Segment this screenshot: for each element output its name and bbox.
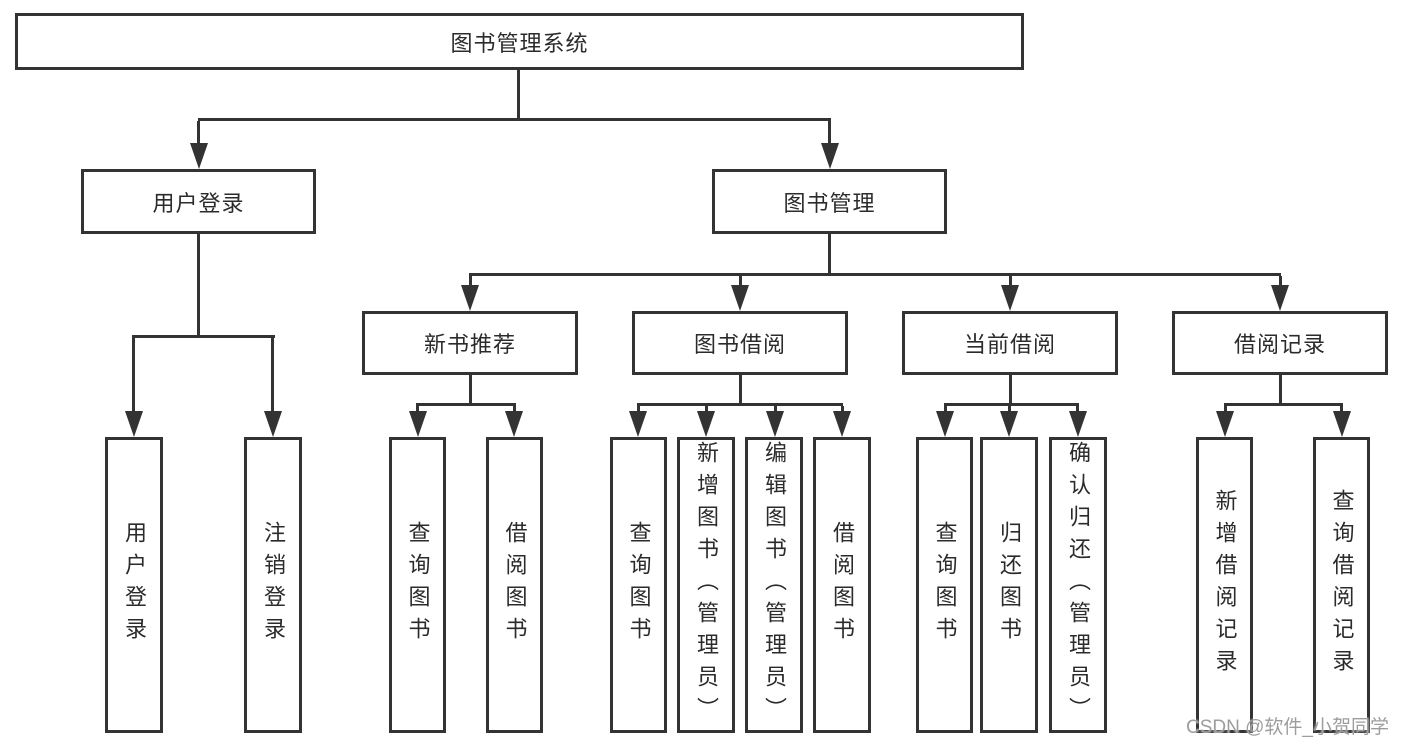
arrowhead-down-icon xyxy=(1271,285,1289,311)
node-book-management: 图书管理 xyxy=(712,169,947,234)
arrowhead-down-icon xyxy=(833,411,851,437)
connector-line xyxy=(469,375,472,406)
arrowhead-down-icon xyxy=(505,411,523,437)
connector-line xyxy=(271,338,274,411)
leaf-borrow-books-recommend-label: 借阅图书 xyxy=(502,521,528,649)
node-library-system: 图书管理系统 xyxy=(15,13,1024,70)
leaf-query-books-current-label: 查询图书 xyxy=(932,521,958,649)
arrowhead-down-icon xyxy=(125,411,143,437)
connector-line xyxy=(841,406,844,412)
connector-line xyxy=(416,403,516,406)
connector-line xyxy=(1224,406,1227,412)
leaf-return-books-label: 归还图书 xyxy=(997,521,1022,649)
connector-line xyxy=(1076,406,1079,412)
arrowhead-down-icon xyxy=(766,411,784,437)
leaf-query-books-recommend: 查询图书 xyxy=(389,437,446,733)
arrowhead-down-icon xyxy=(1000,411,1018,437)
arrowhead-down-icon xyxy=(1216,411,1234,437)
leaf-logout: 注销登录 xyxy=(244,437,302,733)
connector-line xyxy=(944,406,947,412)
leaf-query-books-current: 查询图书 xyxy=(916,437,973,733)
arrowhead-down-icon xyxy=(629,411,647,437)
connector-line xyxy=(1340,406,1343,412)
connector-line xyxy=(469,273,1281,276)
leaf-return-books: 归还图书 xyxy=(980,437,1038,733)
arrowhead-down-icon xyxy=(821,143,839,169)
leaf-add-borrow-record-label: 新增借阅记录 xyxy=(1212,489,1238,681)
leaf-add-books-admin: 新增图书（管理员） xyxy=(677,437,735,733)
node-current-borrowing: 当前借阅 xyxy=(902,311,1118,375)
arrowhead-down-icon xyxy=(731,285,749,311)
connector-line xyxy=(1008,406,1011,412)
leaf-user-login-label: 用户登录 xyxy=(122,521,147,649)
connector-line xyxy=(1279,375,1282,406)
connector-line xyxy=(637,406,640,412)
connector-line xyxy=(1009,375,1012,406)
node-user-login: 用户登录 xyxy=(81,169,316,234)
leaf-borrow-books-label: 借阅图书 xyxy=(830,521,855,649)
connector-line xyxy=(513,406,516,412)
connector-line xyxy=(469,276,472,286)
leaf-edit-books-admin-label: 编辑图书（管理员） xyxy=(762,441,787,729)
connector-line xyxy=(197,234,200,336)
arrowhead-down-icon xyxy=(409,411,427,437)
connector-line xyxy=(198,118,831,121)
node-borrowing-records: 借阅记录 xyxy=(1172,311,1388,375)
leaf-user-login: 用户登录 xyxy=(105,437,163,733)
node-library-system-label: 图书管理系统 xyxy=(450,30,589,56)
leaf-borrow-books-recommend: 借阅图书 xyxy=(486,437,543,733)
node-user-login-label: 用户登录 xyxy=(152,190,245,216)
connector-line xyxy=(517,70,520,118)
node-new-book-recommend-label: 新书推荐 xyxy=(423,332,516,357)
connector-line xyxy=(132,338,135,411)
node-new-book-recommend: 新书推荐 xyxy=(362,311,578,375)
arrowhead-down-icon xyxy=(1069,411,1087,437)
leaf-add-books-admin-label: 新增图书（管理员） xyxy=(694,441,719,729)
leaf-query-borrow-record-label: 查询借阅记录 xyxy=(1329,489,1355,681)
leaf-confirm-return-admin: 确认归还（管理员） xyxy=(1049,437,1107,733)
connector-line xyxy=(1279,276,1282,286)
leaf-borrow-books: 借阅图书 xyxy=(813,437,871,733)
connector-line xyxy=(637,403,843,406)
connector-line xyxy=(739,276,742,286)
arrowhead-down-icon xyxy=(190,143,208,169)
leaf-edit-books-admin: 编辑图书（管理员） xyxy=(745,437,803,733)
node-book-borrowing: 图书借阅 xyxy=(632,311,848,375)
csdn-watermark: CSDN @软件_小贺同学 xyxy=(1186,717,1389,738)
connector-line xyxy=(705,406,708,412)
arrowhead-down-icon xyxy=(461,285,479,311)
leaf-query-books-recommend-label: 查询图书 xyxy=(405,521,431,649)
leaf-query-borrow-record: 查询借阅记录 xyxy=(1313,437,1370,733)
node-book-borrowing-label: 图书借阅 xyxy=(693,332,786,357)
connector-line xyxy=(828,234,831,276)
connector-line xyxy=(132,335,275,338)
connector-line xyxy=(774,406,777,412)
leaf-query-books-borrowing-label: 查询图书 xyxy=(626,521,652,649)
arrowhead-down-icon xyxy=(936,411,954,437)
node-book-management-label: 图书管理 xyxy=(783,190,876,216)
arrowhead-down-icon xyxy=(697,411,715,437)
leaf-query-books-borrowing: 查询图书 xyxy=(610,437,667,733)
connector-line xyxy=(1009,276,1012,286)
leaf-add-borrow-record: 新增借阅记录 xyxy=(1196,437,1253,733)
arrowhead-down-icon xyxy=(264,411,282,437)
leaf-confirm-return-admin-label: 确认归还（管理员） xyxy=(1066,441,1091,729)
node-current-borrowing-label: 当前借阅 xyxy=(963,332,1056,357)
connector-line xyxy=(1224,403,1343,406)
connector-line xyxy=(739,375,742,406)
connector-line xyxy=(944,403,1079,406)
arrowhead-down-icon xyxy=(1001,285,1019,311)
connector-line xyxy=(416,406,419,412)
connector-line xyxy=(197,121,200,145)
arrowhead-down-icon xyxy=(1333,411,1351,437)
leaf-logout-label: 注销登录 xyxy=(261,521,286,649)
node-borrowing-records-label: 借阅记录 xyxy=(1233,332,1326,357)
connector-line xyxy=(828,121,831,145)
